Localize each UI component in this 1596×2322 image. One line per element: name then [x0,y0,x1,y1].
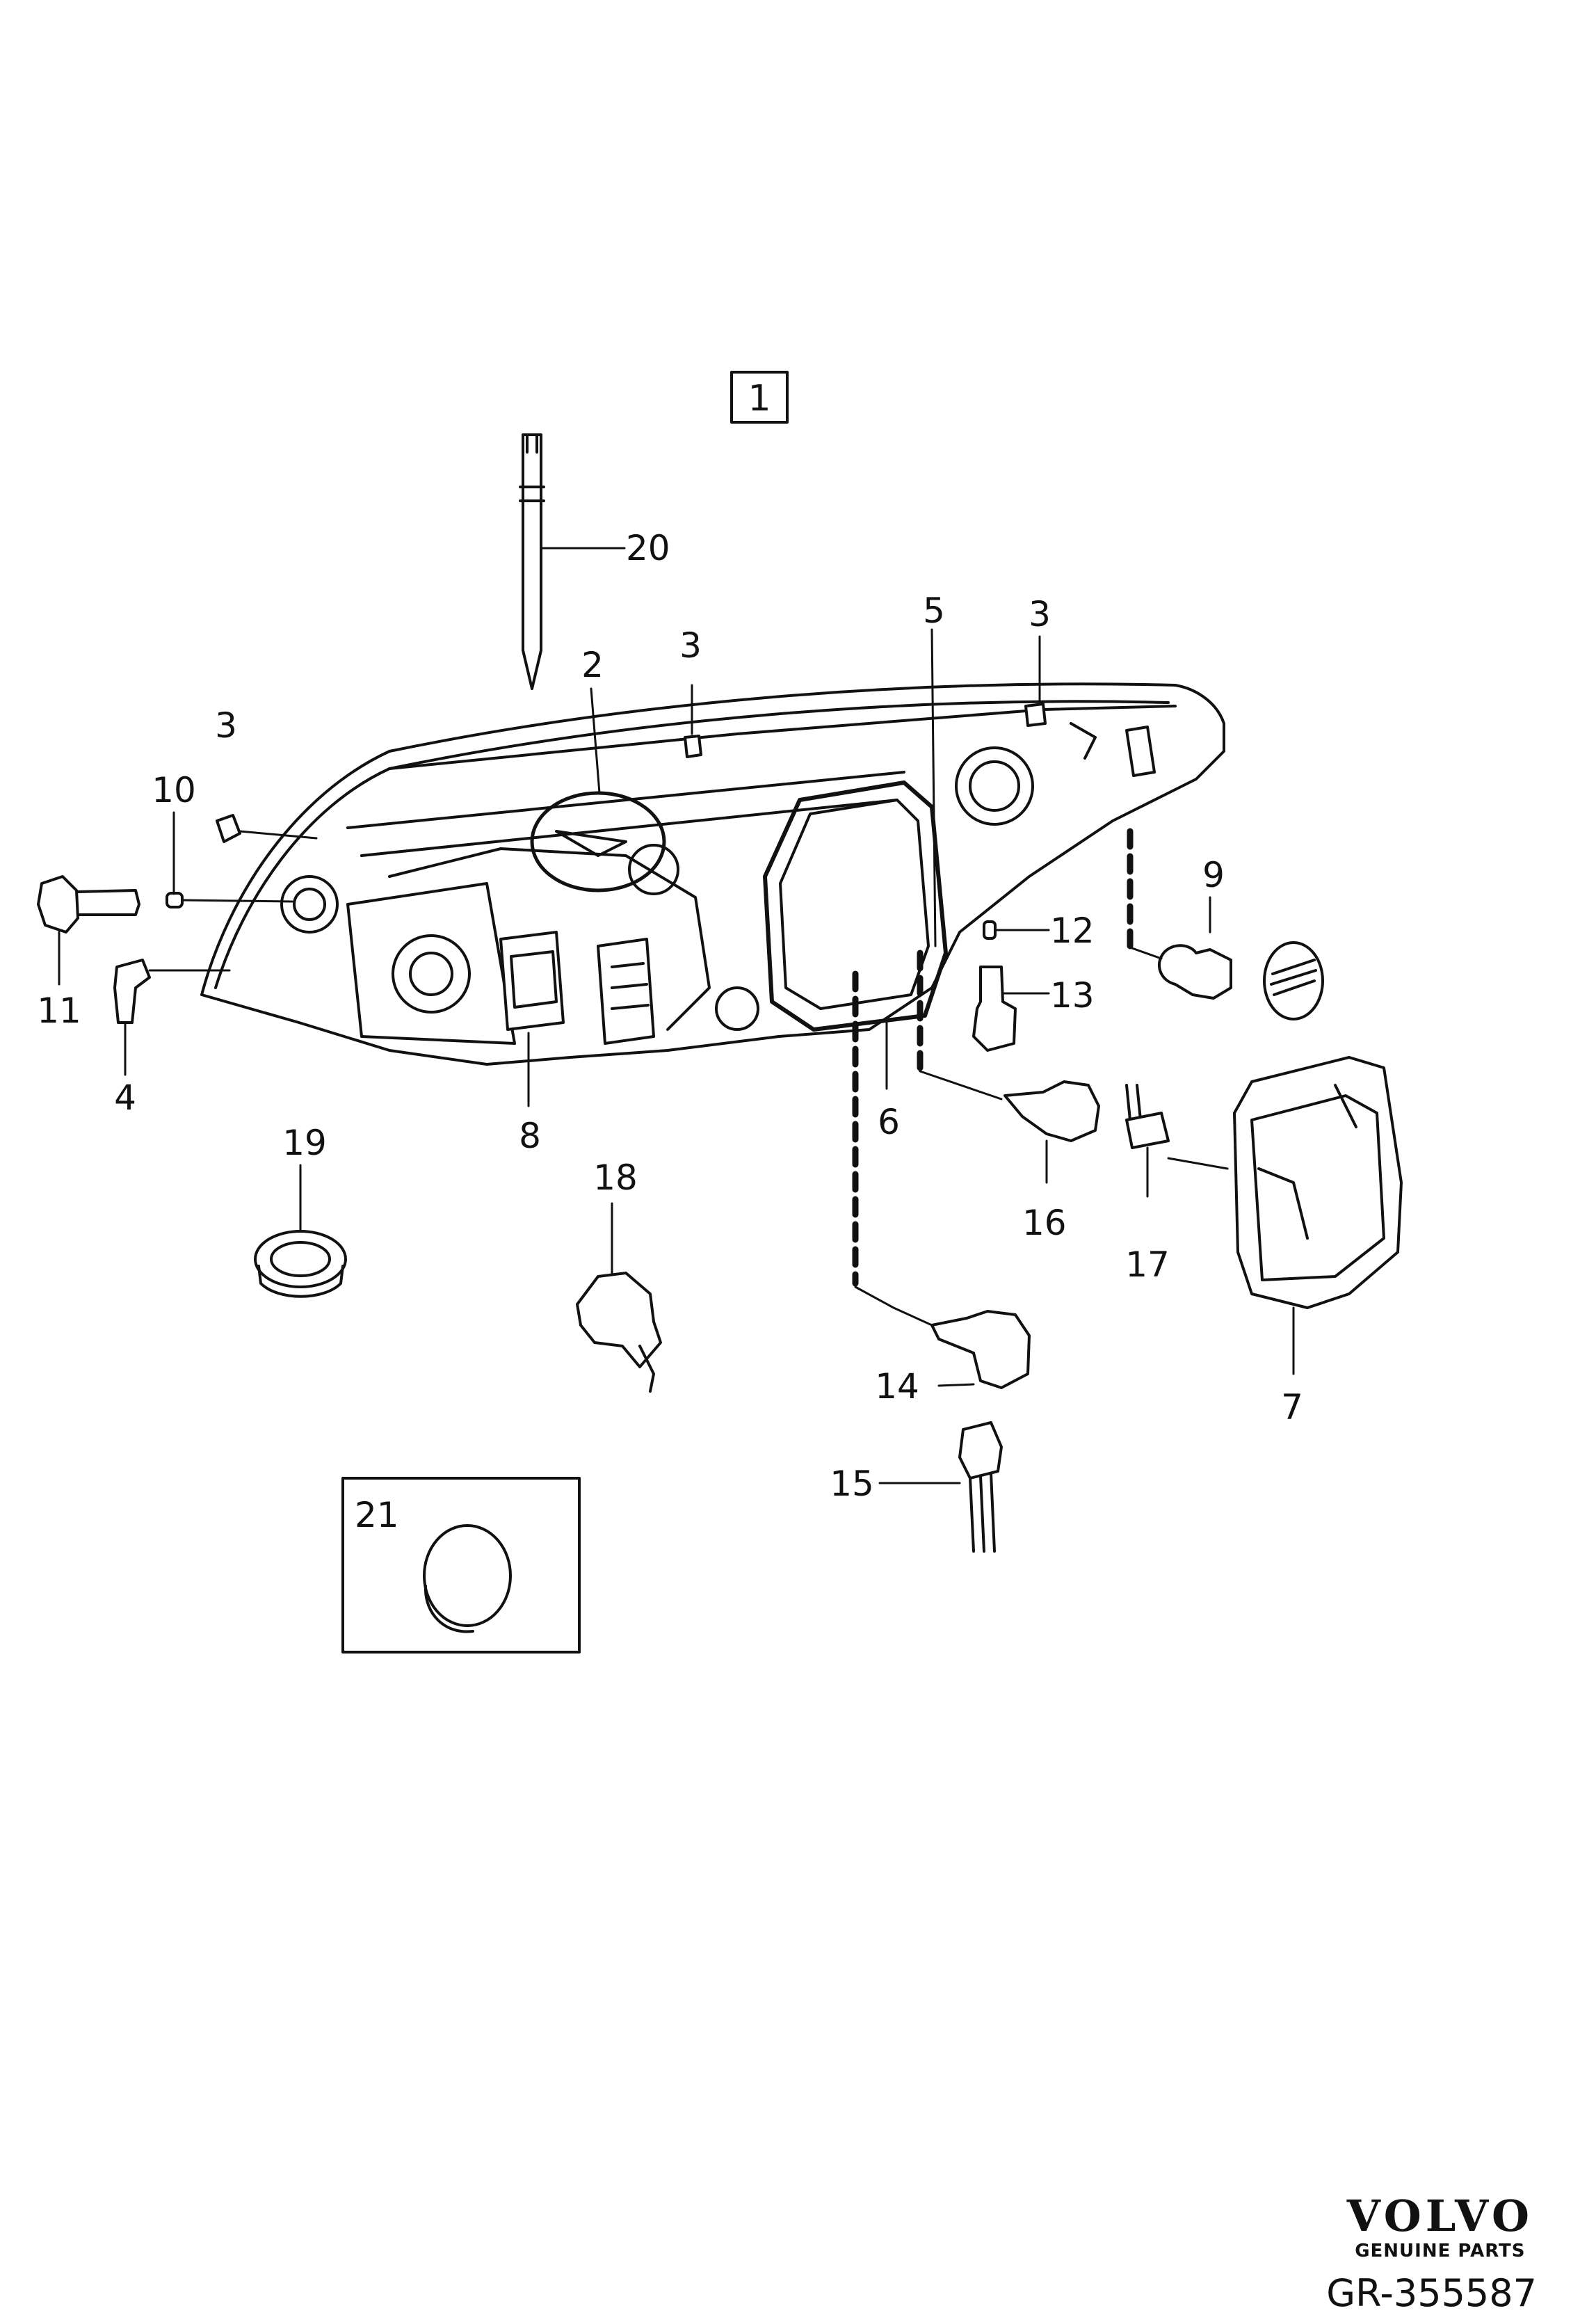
callout-2: 2 [581,645,604,685]
clip-drawing [1024,703,1047,727]
control-module-drawing [499,931,655,1045]
assembly-callout: 1 [748,378,771,419]
side-bulb-drawing [972,920,1050,1052]
callout-12: 12 [1050,911,1095,951]
callout-18: 18 [593,1158,638,1198]
protective-cap-inset [341,1477,581,1654]
indicator-socket-drawing [1157,896,1324,1020]
wiring-connector-drawing [1125,1084,1229,1198]
callout-5: 5 [923,591,945,631]
grommet-drawing [254,1164,347,1298]
callout-20: 20 [626,528,670,568]
callout-3-top: 3 [679,625,702,666]
diagram-reference: GR-355587 [1326,2271,1537,2315]
dashed-wiring-lines [852,828,1134,1287]
elbow-connector-drawing [113,959,231,1076]
adjusting-rod-drawing [519,433,626,690]
callout-3-right: 3 [1029,594,1051,634]
brand-tagline: GENUINE PARTS [1355,2241,1526,2261]
assembly-label-box [730,371,789,424]
callout-14: 14 [875,1366,919,1407]
callout-3-left: 3 [215,705,237,746]
clip-drawing [684,735,702,758]
seal-ring-drawing [530,791,666,892]
callout-9: 9 [1202,855,1225,895]
callout-10: 10 [152,770,196,810]
headlamp-housing-drawing [200,682,1225,1066]
brand-block: VOLVO GENUINE PARTS [1346,2191,1533,2262]
halogen-bulb-drawing [1003,1080,1100,1184]
callout-19: 19 [282,1123,327,1163]
rear-cover-drawing [1233,1056,1403,1375]
callout-4: 4 [114,1078,136,1118]
volvo-logo: VOLVO [1346,2191,1533,2241]
callout-15: 15 [830,1464,874,1504]
bulb-connector-drawing [878,1421,1003,1553]
bulb-socket-drawing [576,1202,662,1393]
main-beam-bulb-drawing [930,1310,1031,1389]
callout-16: 16 [1022,1203,1067,1243]
callout-13: 13 [1050,975,1095,1016]
callout-11: 11 [37,991,81,1031]
loose-clip-drawing [216,814,241,843]
callout-6: 6 [878,1102,900,1142]
callout-21: 21 [355,1495,399,1535]
callout-7: 7 [1281,1387,1303,1427]
callout-8: 8 [519,1116,541,1156]
callout-17: 17 [1125,1244,1170,1285]
bulb-holder-drawing [37,811,293,986]
